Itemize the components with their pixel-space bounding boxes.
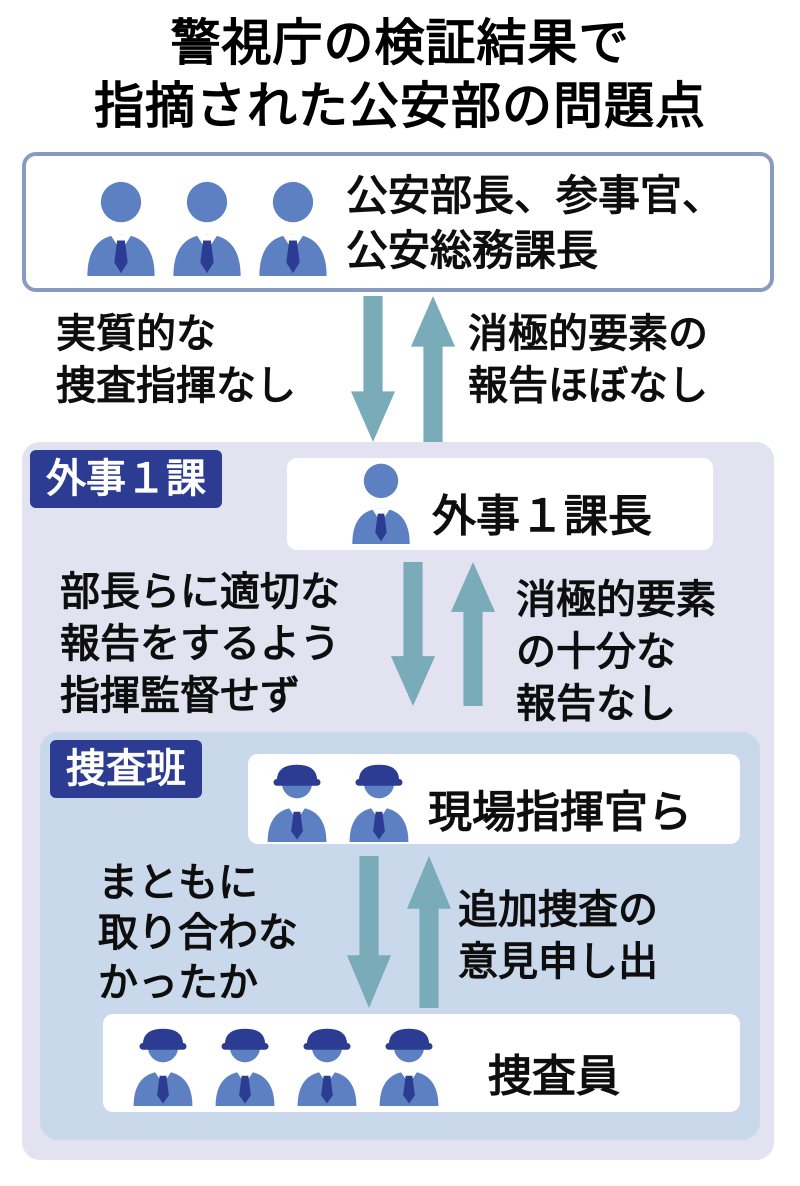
executives-title: 公安部長、参事官、 公安総務課長 <box>346 168 724 278</box>
executives-title-line-1: 公安部長、参事官、 <box>346 172 725 219</box>
person-icon <box>348 462 414 544</box>
flow1-left-note: 実質的な 捜査指揮なし <box>56 312 296 408</box>
police-officer-icon <box>128 1022 198 1106</box>
member-title: 捜査員 <box>488 1052 620 1101</box>
police-officer-icon <box>344 758 414 842</box>
person-icon <box>168 180 246 276</box>
down-arrow-icon <box>346 856 392 1008</box>
police-officer-icon <box>210 1022 280 1106</box>
page-title: 警視庁の検証結果で 指摘された公安部の問題点 <box>0 12 800 138</box>
flow3-left-note: まともに 取り合わな かったか <box>98 861 298 1005</box>
flow3-right-note: 追加捜査の 意見申し出 <box>458 888 658 984</box>
commander-bar <box>248 754 740 844</box>
up-arrow-icon <box>406 856 452 1008</box>
gaiji-section-label: 外事１課 <box>30 450 222 508</box>
sousa-section-label: 捜査班 <box>50 740 202 798</box>
flow2-right-note: 消極的要素 の十分な 報告なし <box>516 578 716 726</box>
police-officer-icon <box>292 1022 362 1106</box>
up-arrow-icon <box>410 296 456 442</box>
person-icon <box>254 180 332 276</box>
flow2-left-note: 部長らに適切な 報告をするよう 指揮監督せず <box>60 570 340 718</box>
police-officer-icon <box>262 758 332 842</box>
gaiji-chief-title: 外事１課長 <box>432 492 652 541</box>
down-arrow-icon <box>350 296 396 442</box>
flow1-right-note: 消極的要素の 報告ほぼなし <box>468 312 708 408</box>
police-officer-icon <box>374 1022 444 1106</box>
title-line-1: 警視庁の検証結果で <box>170 15 630 71</box>
up-arrow-icon <box>450 562 496 706</box>
commander-title: 現場指揮官ら <box>428 788 692 837</box>
title-line-2: 指摘された公安部の問題点 <box>94 78 706 134</box>
down-arrow-icon <box>390 562 436 706</box>
executives-title-line-2: 公安総務課長 <box>346 227 599 274</box>
person-icon <box>82 180 160 276</box>
